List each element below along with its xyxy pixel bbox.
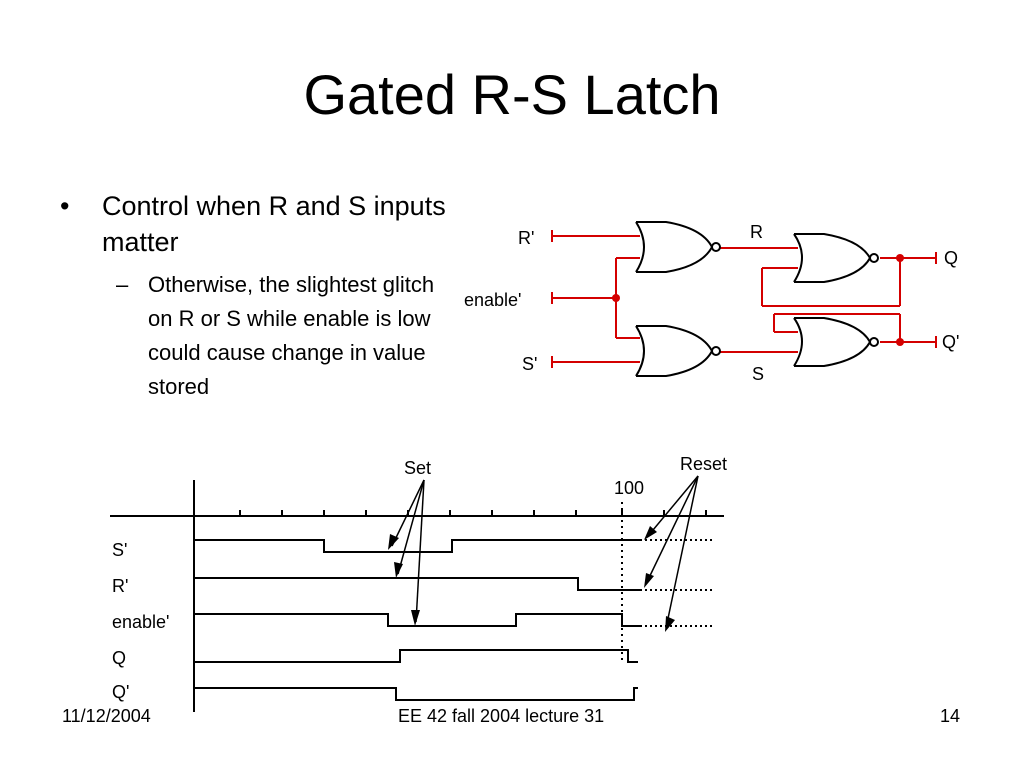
signal-label-q: Q	[112, 648, 126, 668]
sub-bullet-text: Otherwise, the slightest glitch on R or …	[148, 272, 435, 399]
footer-date: 11/12/2004	[62, 706, 151, 726]
nor-gate-qbar	[793, 317, 872, 367]
circuit-label-enable: enable'	[464, 290, 522, 310]
signal-label-qbar: Q'	[112, 682, 129, 702]
signal-label-rbar: R'	[112, 576, 128, 596]
nor-gate-top	[635, 221, 714, 273]
bullet-item: • Control when R and S inputs matter	[60, 188, 460, 260]
circuit-label-r: R	[750, 222, 763, 242]
bullet-text: Control when R and S inputs matter	[102, 191, 446, 257]
bullet-list: • Control when R and S inputs matter – O…	[60, 188, 460, 404]
waveform-rbar	[194, 577, 640, 591]
circuit-label-rbar: R'	[518, 228, 534, 248]
annotation-reset: Reset	[680, 454, 727, 474]
circuit-label-sbar: S'	[522, 354, 537, 374]
terminals	[551, 230, 937, 368]
gates	[635, 221, 879, 377]
dotted-continuations	[640, 539, 712, 627]
timing-diagram: Set Reset 100 S' R' enable' Q Q'	[110, 454, 727, 712]
bullet-marker: •	[60, 191, 70, 221]
nor-gate-bottom	[635, 325, 714, 377]
waveform-q	[194, 649, 638, 663]
slide-title: Gated R-S Latch	[303, 63, 721, 126]
nor-gate-q	[793, 233, 872, 283]
circuit-label-qbar: Q'	[942, 332, 959, 352]
input-wires	[552, 235, 936, 363]
annotation-set: Set	[404, 458, 431, 478]
annotation-arrows	[391, 475, 699, 629]
sub-bullet-marker: –	[116, 272, 129, 297]
footer-page-number: 14	[940, 706, 961, 726]
signal-label-sbar: S'	[112, 540, 127, 560]
waveform-sbar	[194, 539, 640, 553]
waveform-enable	[194, 613, 640, 627]
arrow-heads	[388, 526, 675, 632]
footer-course: EE 42 fall 2004 lecture 31	[398, 706, 605, 726]
sub-bullet-item: – Otherwise, the slightest glitch on R o…	[60, 268, 448, 404]
time-marker-label: 100	[614, 478, 644, 498]
circuit-label-q: Q	[944, 248, 958, 268]
waveform-qbar	[194, 687, 638, 701]
latch-circuit-diagram: R' enable' S' R S Q Q'	[464, 221, 959, 384]
signal-label-enable: enable'	[112, 612, 170, 632]
circuit-label-s: S	[752, 364, 764, 384]
